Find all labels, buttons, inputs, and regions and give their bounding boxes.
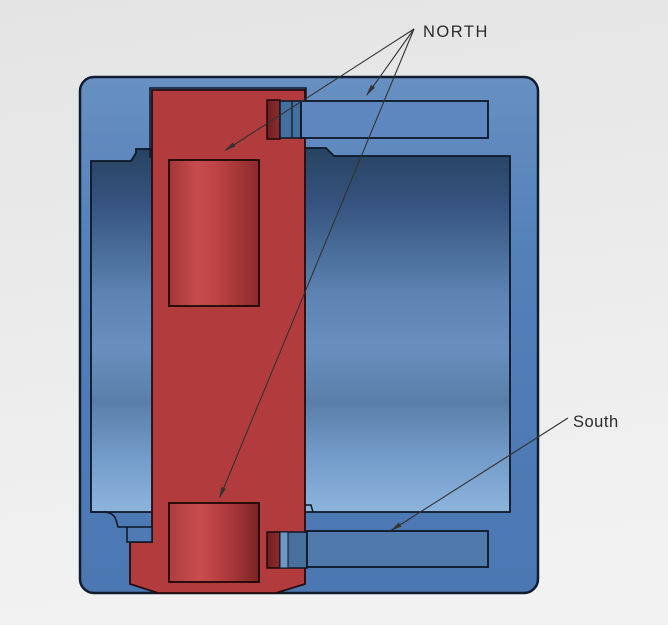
top-blue-block bbox=[279, 100, 302, 139]
housing-bottom-step-edge bbox=[305, 504, 314, 513]
north-arrowhead-upper bbox=[224, 142, 236, 151]
north-leader-lines bbox=[219, 28, 415, 499]
north-arrowhead-bar bbox=[366, 84, 375, 96]
south-label: South bbox=[573, 413, 619, 431]
south-arrowhead bbox=[390, 522, 402, 531]
south-leader-lines bbox=[390, 417, 569, 531]
bottom-dark-red-section bbox=[266, 531, 281, 569]
bottom-coil-bar bbox=[306, 530, 489, 568]
housing-top-pocket-edge bbox=[149, 87, 307, 158]
housing-bottom-lip-edge bbox=[91, 511, 127, 528]
lower-red-cylinder bbox=[168, 502, 260, 583]
north-label: NORTH bbox=[423, 23, 489, 41]
top-coil-bar bbox=[300, 100, 489, 139]
north-leader-upper-magnet bbox=[225, 28, 415, 151]
north-arrowhead-lower bbox=[219, 487, 226, 499]
north-leader-lower-magnet bbox=[219, 28, 415, 498]
south-leader bbox=[391, 417, 569, 531]
north-leader-top-bar bbox=[366, 28, 415, 96]
upper-red-cylinder bbox=[168, 159, 260, 307]
housing-notch bbox=[126, 526, 153, 543]
bottom-blue-block-highlight bbox=[279, 531, 289, 569]
